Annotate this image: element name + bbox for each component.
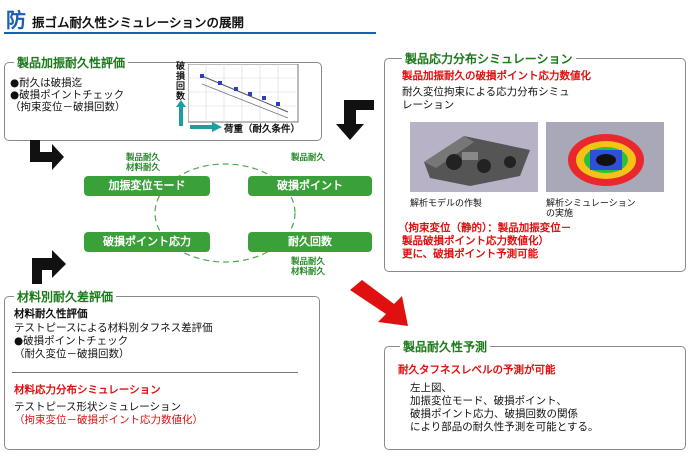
bl-l5: （拘束変位－破損ポイント応力数値化） bbox=[14, 414, 203, 426]
tr-desc1: 耐久変位拘束による応力分布シミュ bbox=[402, 86, 570, 98]
bl-l2: ●破損ポイントチェック bbox=[14, 335, 129, 347]
tr-desc2: レーション bbox=[402, 99, 455, 111]
right-arrow-icon bbox=[190, 122, 222, 132]
up-arrow-icon bbox=[176, 100, 186, 126]
tr-red3: 製品破損ポイント応力数値化） bbox=[402, 235, 549, 247]
tr-red-line: 製品加振耐久の破損ポイント応力数値化 bbox=[402, 70, 591, 82]
simulation-result-image bbox=[546, 122, 664, 192]
arrow-bl-up-icon bbox=[32, 250, 66, 284]
graph-point bbox=[200, 74, 204, 78]
caption-analysis-model: 解析モデルの作製 bbox=[410, 199, 483, 209]
material-durability-box bbox=[4, 296, 320, 450]
tr-red4: 更に、破損ポイント予測可能 bbox=[402, 248, 539, 260]
label-product-durability-tr: 製品耐久 bbox=[290, 153, 325, 163]
graph-point bbox=[248, 92, 252, 96]
br-l4: により部品の耐久性予測を可能とする。 bbox=[410, 421, 599, 433]
bl-l3: （耐久変位－破損回数） bbox=[14, 348, 130, 360]
bl-l1: テストピースによる材料別タフネス差評価 bbox=[14, 322, 213, 334]
cycle-circle bbox=[154, 163, 296, 263]
durability-prediction-header: 製品耐久性予測 bbox=[400, 338, 491, 355]
durability-prediction-box bbox=[384, 346, 686, 450]
graph-xlabel: 荷重（耐久条件） bbox=[224, 124, 301, 135]
stress-distribution-header: 製品応力分布シミュレーション bbox=[402, 50, 576, 67]
label-material-durability-tl: 材料耐久 bbox=[125, 163, 160, 173]
br-l3: 破損ポイント応力、破損回数の関係 bbox=[410, 408, 578, 420]
bl-sub1: 材料耐久性評価 bbox=[14, 308, 88, 320]
label-product-durability-tl: 製品耐久 bbox=[125, 153, 160, 163]
bl-l4: テストピース形状シミュレーション bbox=[14, 401, 182, 413]
bl-divider bbox=[12, 372, 298, 373]
vibration-mode-button: 加振変位モード bbox=[84, 176, 210, 196]
arrow-red-icon bbox=[350, 280, 408, 326]
caption-simulation-1: 解析シミュレーション bbox=[546, 199, 636, 209]
title-bar: 防 振ゴム耐久性シミュレーションの展開 bbox=[4, 4, 384, 34]
damage-point-button: 破損ポイント bbox=[248, 176, 372, 196]
tl-line1: ●耐久は破損迄 bbox=[10, 77, 83, 89]
title-underline bbox=[4, 32, 376, 34]
label-product-durability-br: 製品耐久 bbox=[290, 257, 325, 267]
caption-simulation-2: の実施 bbox=[546, 209, 574, 219]
br-l2: 加振変位モード、破損ポイント、 bbox=[410, 395, 567, 407]
tr-red2: （拘束変位（静的）：製品加振変位－ bbox=[398, 222, 572, 234]
analysis-model-image bbox=[410, 122, 538, 192]
graph-point bbox=[276, 102, 280, 106]
graph-ylabel: 破損回数 bbox=[176, 62, 186, 102]
tl-line3: （拘束変位－破損回数） bbox=[10, 101, 126, 113]
material-durability-header: 材料別耐久差評価 bbox=[14, 288, 117, 305]
graph-point bbox=[234, 87, 238, 91]
tl-line2: ●破損ポイントチェック bbox=[10, 89, 125, 101]
damage-point-stress-button: 破損ポイント応力 bbox=[84, 232, 210, 252]
page-title: 振ゴム耐久性シミュレーションの展開 bbox=[32, 15, 245, 30]
durability-count-button: 耐久回数 bbox=[248, 232, 372, 252]
arrow-tl-down-icon bbox=[30, 140, 64, 170]
bl-sub2: 材料応力分布シミュレーション bbox=[14, 384, 161, 396]
product-vibration-durability-header: 製品加振耐久性評価 bbox=[14, 54, 129, 71]
br-l1: 左上図、 bbox=[410, 382, 452, 394]
arrow-tr-left-icon bbox=[336, 100, 374, 140]
label-material-durability-br: 材料耐久 bbox=[290, 267, 325, 277]
br-red: 耐久タフネスレベルの予測が可能 bbox=[398, 364, 556, 376]
graph-point bbox=[218, 81, 222, 85]
title-icon: 防 bbox=[6, 8, 26, 32]
graph-point bbox=[262, 96, 266, 100]
mini-durability-graph bbox=[188, 64, 299, 123]
